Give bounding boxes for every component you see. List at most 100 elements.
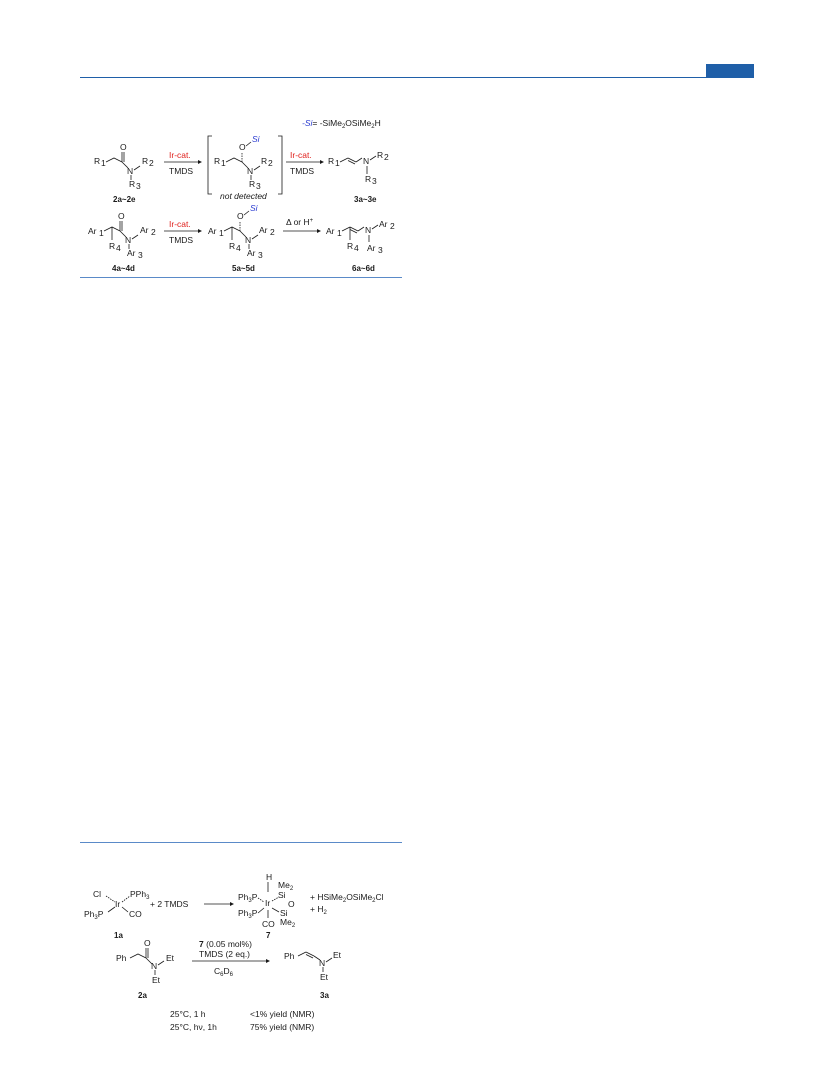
svg-text:3: 3 — [256, 181, 261, 191]
svg-text:O: O — [237, 211, 244, 221]
svg-text:N: N — [365, 225, 371, 235]
arrow-row2-step2: Δ or H+ — [283, 217, 321, 233]
svg-text:Me2: Me2 — [278, 880, 294, 892]
svg-text:1: 1 — [335, 158, 340, 168]
svg-text:R: R — [377, 150, 383, 160]
complex-7-structure: H Ph3P Ir Ph3P Si Me2 O Si Me2 CO 7 — [238, 872, 296, 940]
svg-text:Ph3P: Ph3P — [84, 909, 104, 921]
result-1-conditions: 25°C, 1 h — [170, 1009, 206, 1019]
svg-text:4: 4 — [354, 243, 359, 253]
svg-text:4: 4 — [116, 243, 121, 253]
svg-text:6a~6d: 6a~6d — [352, 264, 375, 273]
result-2-yield: 75% yield (NMR) — [250, 1022, 314, 1032]
svg-text:Ar: Ar — [367, 243, 376, 253]
arrow-row2-step1: Ir-cat. TMDS — [164, 219, 202, 245]
svg-text:R: R — [328, 156, 334, 166]
header-rule — [80, 77, 754, 78]
scheme-2-top-rule — [80, 842, 402, 843]
svg-text:3: 3 — [378, 245, 383, 255]
svg-text:3a~3e: 3a~3e — [354, 195, 377, 204]
svg-text:Et: Et — [320, 972, 329, 982]
svg-text:R: R — [214, 156, 220, 166]
svg-text:2a~2e: 2a~2e — [113, 195, 136, 204]
svg-text:R: R — [229, 241, 235, 251]
svg-text:Ph3P: Ph3P — [238, 908, 258, 920]
svg-text:TMDS: TMDS — [169, 166, 193, 176]
svg-text:1: 1 — [219, 228, 224, 238]
svg-text:R: R — [142, 156, 148, 166]
svg-text:CO: CO — [262, 919, 275, 929]
svg-text:H: H — [266, 872, 272, 882]
svg-text:Cl: Cl — [93, 889, 101, 899]
svg-text:3: 3 — [138, 250, 143, 260]
arrow-row1-step2: Ir-cat. TMDS — [286, 150, 324, 176]
svg-text:3: 3 — [258, 250, 263, 260]
svg-text:N: N — [363, 156, 369, 166]
svg-text:2: 2 — [268, 158, 273, 168]
svg-text:N: N — [151, 961, 157, 971]
svg-text:N: N — [245, 235, 251, 245]
svg-text:2: 2 — [151, 227, 156, 237]
svg-text:Si: Si — [250, 203, 259, 213]
arrow-hydrosilylation: 7 (0.05 mol%) TMDS (2 eq.) C6D6 — [192, 939, 270, 978]
svg-text:PPh3: PPh3 — [130, 889, 150, 901]
svg-text:7: 7 — [266, 931, 271, 940]
svg-text:O: O — [118, 211, 125, 221]
svg-text:Et: Et — [166, 953, 175, 963]
svg-text:Ar: Ar — [140, 225, 149, 235]
svg-text:Si: Si — [280, 908, 288, 918]
substrate-2a-structure: Ph O N Et Et 2a — [116, 938, 175, 1000]
svg-text:2: 2 — [384, 152, 389, 162]
svg-text:3: 3 — [136, 181, 141, 191]
scheme-2-drawing: Cl Ir PPh3 Ph3P CO 1a + 2 TMDS H Ph3P Ir… — [84, 872, 384, 1032]
svg-text:1: 1 — [99, 228, 104, 238]
svg-text:Ir: Ir — [265, 898, 270, 908]
byproduct-hydrogen: + H2 — [310, 904, 327, 916]
svg-text:Et: Et — [333, 950, 342, 960]
svg-text:1a: 1a — [114, 931, 123, 940]
product-3a-structure: Ph N Et Et 3a — [284, 950, 342, 1000]
svg-text:CO: CO — [129, 909, 142, 919]
svg-text:O: O — [120, 142, 127, 152]
plus-tmds: + 2 TMDS — [150, 899, 189, 909]
svg-text:Ar: Ar — [247, 248, 256, 258]
svg-text:5a~5d: 5a~5d — [232, 264, 255, 273]
svg-text:Ir-cat.: Ir-cat. — [169, 219, 191, 229]
svg-text:2a: 2a — [138, 991, 147, 1000]
svg-text:2: 2 — [390, 221, 395, 231]
svg-text:R: R — [365, 174, 371, 184]
svg-text:O: O — [144, 938, 151, 948]
svg-text:Ph: Ph — [284, 951, 295, 961]
svg-text:Ir-cat.: Ir-cat. — [290, 150, 312, 160]
si-definition: -Si= -SiMe2OSiMe2H — [302, 118, 381, 130]
svg-text:N: N — [125, 235, 131, 245]
result-1-yield: <1% yield (NMR) — [250, 1009, 315, 1019]
svg-text:1: 1 — [101, 158, 106, 168]
scheme-2: Cl Ir PPh3 Ph3P CO 1a + 2 TMDS H Ph3P Ir… — [80, 862, 410, 1062]
svg-text:not detected: not detected — [220, 191, 267, 201]
svg-text:Δ or H+: Δ or H+ — [286, 217, 314, 227]
svg-text:R: R — [109, 241, 115, 251]
arrow-row1-step1: Ir-cat. TMDS — [164, 150, 202, 176]
svg-text:4: 4 — [236, 243, 241, 253]
svg-text:1: 1 — [337, 228, 342, 238]
svg-text:7 (0.05 mol%): 7 (0.05 mol%) — [199, 939, 252, 949]
svg-text:2: 2 — [149, 158, 154, 168]
svg-text:Ir-cat.: Ir-cat. — [169, 150, 191, 160]
svg-text:TMDS (2 eq.): TMDS (2 eq.) — [199, 949, 250, 959]
svg-text:Ar: Ar — [259, 225, 268, 235]
arrow-complex-formation — [204, 902, 234, 906]
svg-text:Ar: Ar — [208, 226, 217, 236]
svg-text:4a~4d: 4a~4d — [112, 264, 135, 273]
svg-text:N: N — [247, 166, 253, 176]
svg-text:Ph3P: Ph3P — [238, 892, 258, 904]
svg-text:Ar: Ar — [379, 219, 388, 229]
svg-text:TMDS: TMDS — [290, 166, 314, 176]
svg-text:1: 1 — [221, 158, 226, 168]
